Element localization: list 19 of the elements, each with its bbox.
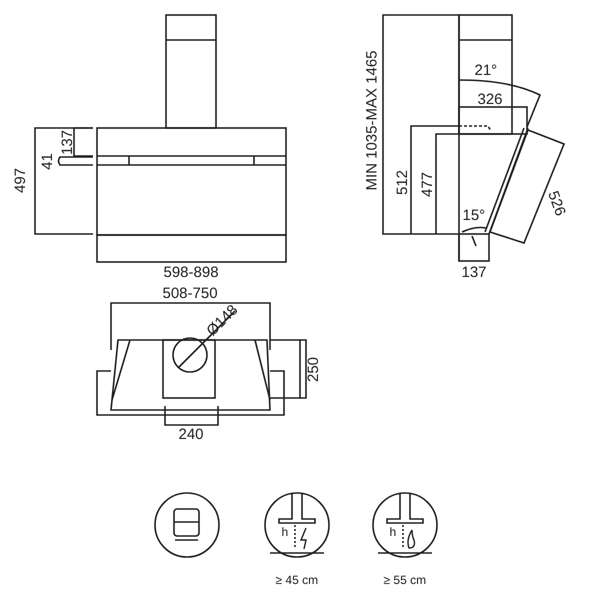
dimension-label: 477 bbox=[420, 171, 435, 197]
angle-label: 21° bbox=[474, 62, 498, 78]
dimension-label: 137 bbox=[60, 129, 75, 155]
dimension-label: 526 bbox=[544, 188, 568, 218]
dimension-label: 508-750 bbox=[162, 286, 218, 300]
dimension-label: MIN 1035-MAX 1465 bbox=[364, 50, 380, 190]
dimension-label: 240 bbox=[178, 426, 204, 442]
dimension-label: 512 bbox=[394, 169, 410, 195]
dimension-label: 598-898 bbox=[164, 264, 219, 280]
dimension-label: 250 bbox=[306, 356, 321, 382]
dimension-label: 497 bbox=[12, 167, 28, 193]
dimension-label: 326 bbox=[478, 92, 503, 106]
height-label: h bbox=[282, 526, 288, 538]
clearance-label: ≥ 45 cm bbox=[276, 574, 318, 586]
height-label: h bbox=[390, 526, 396, 538]
angle-label: 15° bbox=[462, 208, 486, 222]
dimension-label: 41 bbox=[39, 152, 54, 170]
clearance-label: ≥ 55 cm bbox=[384, 574, 426, 586]
dimension-label: 137 bbox=[462, 264, 487, 280]
